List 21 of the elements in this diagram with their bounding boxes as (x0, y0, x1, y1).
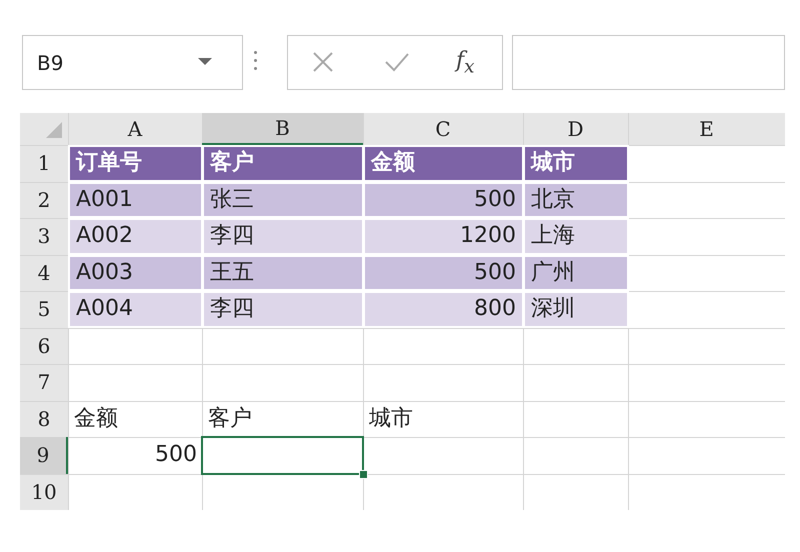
column-header: D (566, 116, 585, 143)
row-header: 9 (20, 437, 68, 474)
column-header: C (434, 116, 452, 143)
row-header: 1 (36, 150, 52, 178)
row-header: 5 (36, 296, 52, 324)
cell-text: 客户 (207, 404, 253, 433)
cell-text: 金额 (73, 404, 119, 433)
insert-function-icon: f$_{x}$ (456, 48, 474, 78)
row-header: 8 (36, 406, 52, 433)
cell-text: 500 (154, 441, 198, 470)
column-header: B (202, 113, 363, 145)
row-header: 10 (30, 478, 58, 506)
row-header: 4 (36, 260, 52, 287)
cell-reference: B9 (37, 51, 64, 75)
row-header: 6 (36, 332, 52, 360)
cell-text: 城市 (368, 404, 414, 433)
row-header: 7 (36, 369, 52, 396)
row-header: 3 (36, 223, 52, 250)
row-header: 2 (36, 186, 52, 214)
column-header: E (698, 116, 715, 143)
column-header: A (126, 116, 144, 143)
